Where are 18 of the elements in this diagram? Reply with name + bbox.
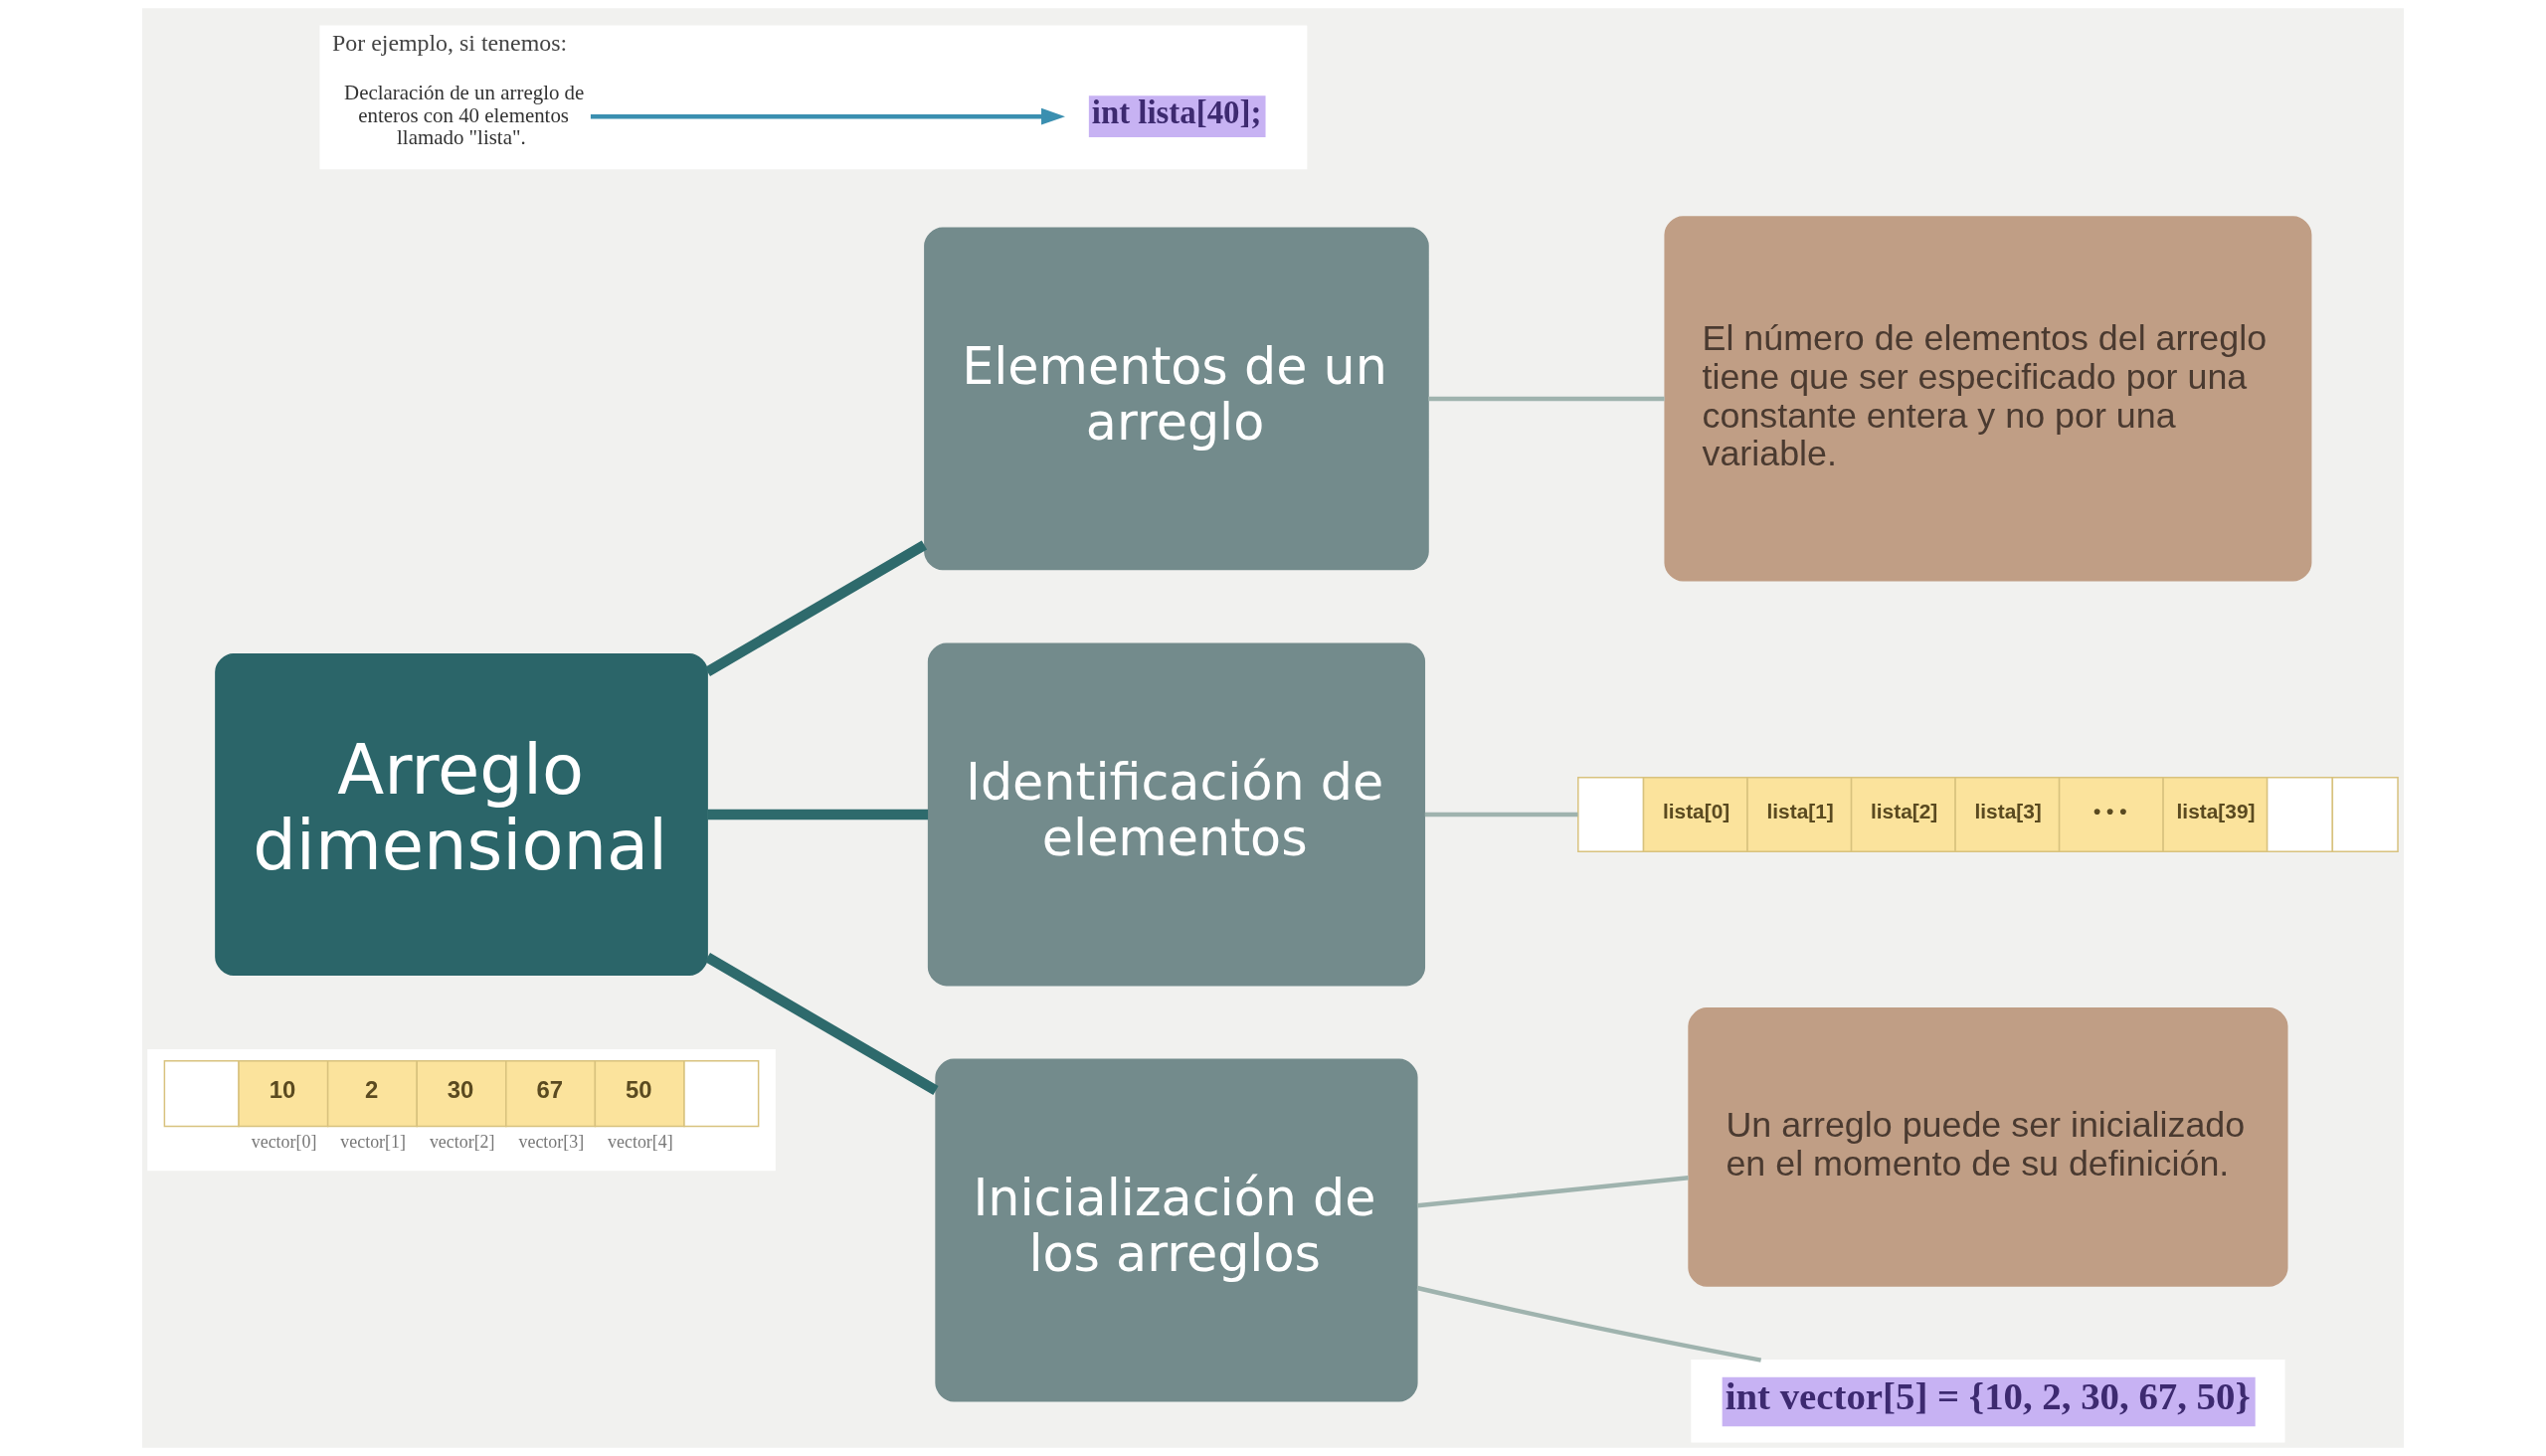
node-box: Arreglo dimensional bbox=[215, 652, 708, 976]
connector bbox=[1416, 1285, 1762, 1363]
node-box: Un arreglo puede ser inicializado en el momento de su definición. bbox=[1688, 1007, 2288, 1287]
node-box: Inicialización de los arreglos bbox=[935, 1058, 1418, 1402]
connector bbox=[707, 809, 929, 820]
node-box: int lista[40]; bbox=[1088, 95, 1266, 138]
node-box: El número de elementos del arreglo tiene que ser especificado por una constante entera y no por una variable. bbox=[1664, 216, 2312, 582]
connector bbox=[704, 540, 928, 676]
connector bbox=[1416, 1176, 1689, 1208]
node-box: int vector[5] = {10, 2, 30, 67, 50} bbox=[1691, 1359, 2285, 1443]
connector bbox=[1428, 396, 1665, 402]
node-box: 10 2 30 67 50 vector[0] vector[1] vector[2] vector[3] vector[4] bbox=[147, 1048, 776, 1172]
connector bbox=[704, 953, 939, 1096]
connector bbox=[1424, 812, 1578, 818]
arrow bbox=[590, 107, 1065, 125]
node-box: Elementos de un arreglo bbox=[924, 227, 1429, 571]
node-text: Declaración de un arreglo de enteros con 40 elementos llamado "lista". bbox=[344, 81, 585, 150]
node-box: Identificación de elementos bbox=[927, 642, 1426, 987]
